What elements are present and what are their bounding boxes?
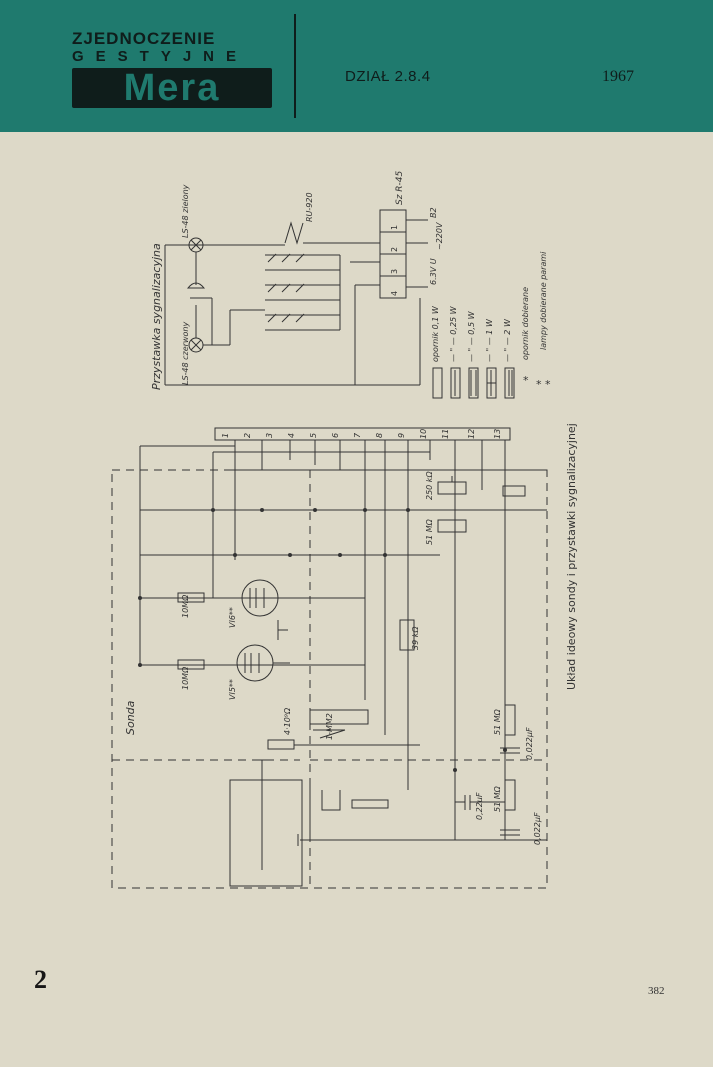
label-tube-vi6: VI6** (228, 607, 237, 628)
switch-terminal-4: 4 (390, 291, 399, 296)
legend-mark-2: * * (536, 378, 551, 391)
relay-coil (284, 221, 304, 245)
terminal-2: 2 (243, 433, 252, 438)
label-attachment: Przystawka sygnalizacyjna (150, 243, 163, 390)
relay-contacts-b (267, 283, 305, 293)
print-code: 382 (648, 985, 665, 997)
terminal-12: 12 (467, 429, 476, 439)
potentiometer-250k (437, 481, 467, 495)
logo-word: Mera (123, 67, 221, 109)
label-pot: 250 kΩ (425, 471, 434, 500)
label-r51-b: 51 MΩ (493, 708, 502, 735)
legend-r-2w (504, 367, 515, 399)
legend-1: opornik 0,1 W (431, 305, 440, 362)
label-r51-a: 51 MΩ (425, 518, 434, 545)
legend-7: lampy dobierane parami (539, 251, 548, 350)
probe-frame (111, 469, 548, 889)
label-cap-c: 0,22µF (475, 792, 484, 820)
logo-box: Mera (72, 68, 272, 108)
label-switch: Sz R-45 (395, 170, 405, 205)
probe-contact (351, 799, 389, 809)
switch-terminal-3: 3 (390, 269, 399, 274)
terminal-7: 7 (353, 432, 362, 438)
legend-6: opornik dobierane (521, 287, 530, 360)
label-r10m-b: 10MΩ (181, 666, 190, 690)
label-r51-c: 51 MΩ (493, 785, 502, 812)
resistor-4e9 (267, 739, 295, 750)
terminal-3: 3 (265, 433, 274, 438)
header-band: ZJEDNOCZENIE GESTYJNE Mera DZIAŁ 2.8.4 1… (0, 0, 713, 132)
label-cap-a: 0,022µF (525, 727, 534, 760)
resistor-51m-a (437, 519, 467, 533)
legend-4: — " — 1 W (485, 318, 494, 362)
terminal-5: 5 (309, 433, 318, 438)
terminal-8: 8 (375, 433, 384, 438)
supply-b2: B2 (429, 207, 438, 218)
resistor-51m-c (504, 779, 516, 811)
legend-r-05w (468, 367, 479, 399)
legend-3: — " — 0,5 W (467, 310, 476, 362)
legend-5: — " — 2 W (503, 318, 512, 362)
label-probe: Sonda (124, 700, 137, 735)
label-relay-1mm2: 1-MM2 (325, 713, 334, 740)
year: 1967 (602, 68, 634, 85)
terminal-13: 13 (493, 429, 502, 439)
resistor-top-right (502, 485, 526, 497)
terminal-4: 4 (287, 433, 296, 438)
probe-electrode (229, 779, 303, 887)
tube-vi5 (236, 644, 274, 682)
label-lamp-green: LS-48 zielony (181, 184, 190, 238)
switch-terminal-1: 1 (390, 225, 399, 230)
terminal-11: 11 (441, 429, 450, 439)
terminal-10: 10 (419, 429, 428, 439)
legend-mark-1: * (523, 374, 529, 387)
mera-logo: ZJEDNOCZENIE GESTYJNE Mera (72, 30, 277, 108)
legend-r-025w (450, 367, 461, 399)
resistor-39k (399, 619, 415, 651)
switch-terminal-2: 2 (390, 247, 399, 252)
label-r39k: 39 kΩ (411, 626, 420, 650)
terminal-9: 9 (397, 433, 406, 438)
label-relay-top: RU-920 (305, 192, 314, 222)
label-lamp-red: LS-48 czerwony (181, 322, 190, 385)
section-number: DZIAŁ 2.8.4 (345, 68, 431, 85)
resistor-10m-b (177, 659, 205, 670)
label-cap-b: 0,022µF (533, 812, 542, 845)
terminal-6: 6 (331, 433, 340, 438)
resistor-51m-b (504, 704, 516, 736)
supply-63v: 6.3V U (429, 258, 438, 285)
legend-2: — " — 0,25 W (449, 305, 458, 362)
relay-contacts-c (267, 313, 305, 323)
label-tube-vi5: VI5** (228, 679, 237, 700)
header-divider (294, 14, 296, 118)
label-r10m-a: 10MΩ (181, 594, 190, 618)
relay-1mm2 (309, 709, 369, 725)
logo-line-2: GESTYJNE (72, 48, 249, 65)
terminal-1: 1 (221, 433, 230, 438)
logo-line-1: ZJEDNOCZENIE (72, 29, 216, 48)
legend-r-01w (432, 367, 443, 399)
supply-220v: ~220V (435, 222, 444, 250)
resistor-10m-a (177, 592, 205, 603)
terminal-strip (214, 427, 511, 441)
buzzer (186, 282, 206, 289)
relay-contacts-a (267, 253, 305, 263)
probe-tip (321, 790, 341, 811)
diagram-caption: Układ ideowy sondy i przystawki sygnaliz… (565, 423, 578, 690)
label-r4e9: 4·10⁹Ω (283, 707, 292, 735)
page-number: 2 (34, 965, 47, 994)
